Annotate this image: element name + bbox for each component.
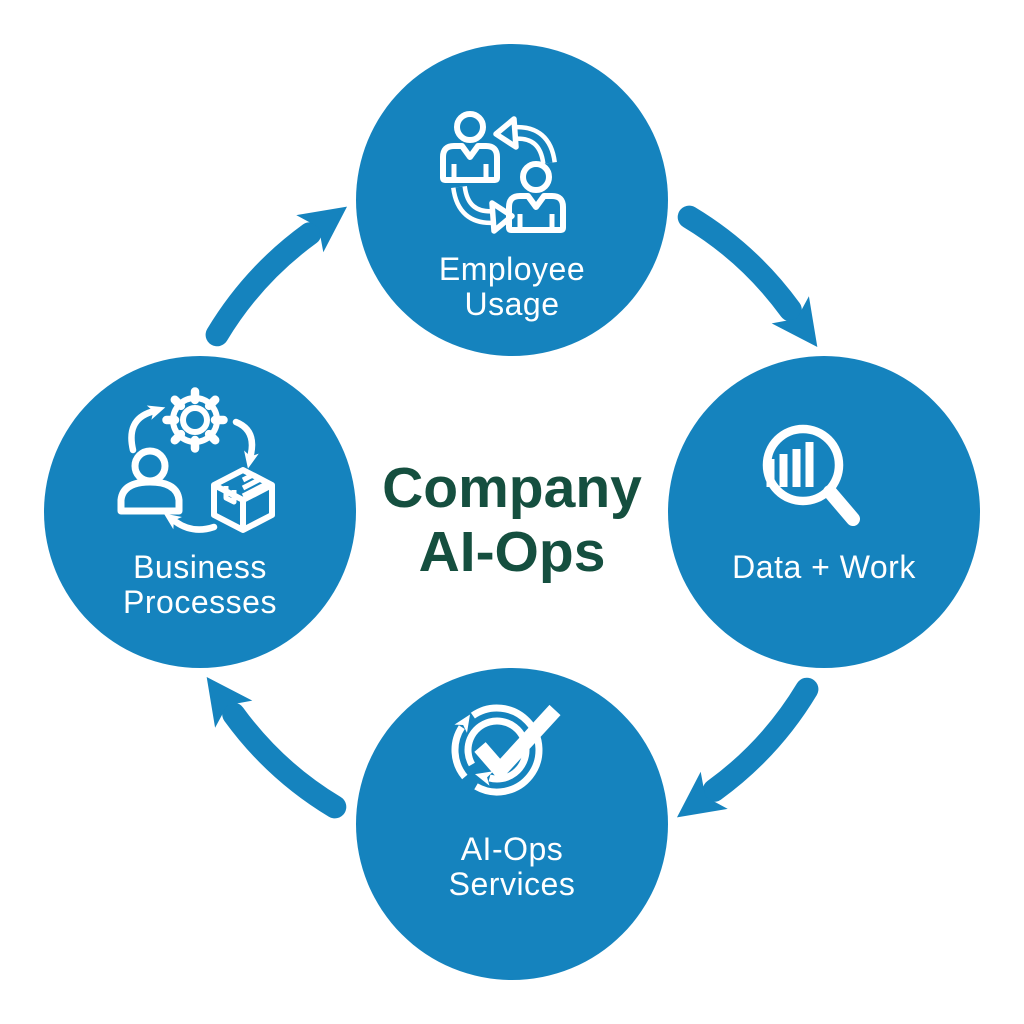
package-icon: [211, 467, 275, 533]
node-business-processes: Business Processes: [44, 356, 356, 668]
node-label-line2: Services: [449, 866, 576, 902]
flow-arrow-right-to-bottom: [676, 677, 819, 818]
node-circle: [44, 356, 356, 668]
center-title-line2: AI-Ops: [419, 520, 606, 584]
node-label-line1: AI-Ops: [461, 831, 564, 867]
node-label-line1: Business: [133, 549, 267, 585]
node-circle: [668, 356, 980, 668]
node-label-line2: Usage: [465, 286, 560, 322]
node-label-line1: Data + Work: [732, 549, 916, 585]
gear-icon: [162, 387, 228, 453]
people-exchange-icon: [443, 114, 563, 234]
search-analytics-icon: [762, 424, 860, 526]
node-label-line1: Employee: [439, 251, 585, 287]
flow-arrow-bottom-to-left: [206, 676, 347, 819]
flow-arrow-left-to-top: [205, 206, 348, 347]
process-cycle-icon: [117, 387, 275, 533]
node-circle: [356, 668, 668, 980]
node-ai-ops-services: AI-Ops Services: [356, 668, 668, 980]
flow-arrow-top-to-right: [677, 205, 818, 348]
node-employee-usage: Employee Usage: [356, 44, 668, 356]
node-data-plus-work: Data + Work: [668, 356, 980, 668]
check-refresh-icon: [451, 704, 561, 796]
center-title-line1: Company: [382, 456, 642, 520]
person-icon: [117, 447, 183, 515]
node-label-line2: Processes: [123, 584, 277, 620]
